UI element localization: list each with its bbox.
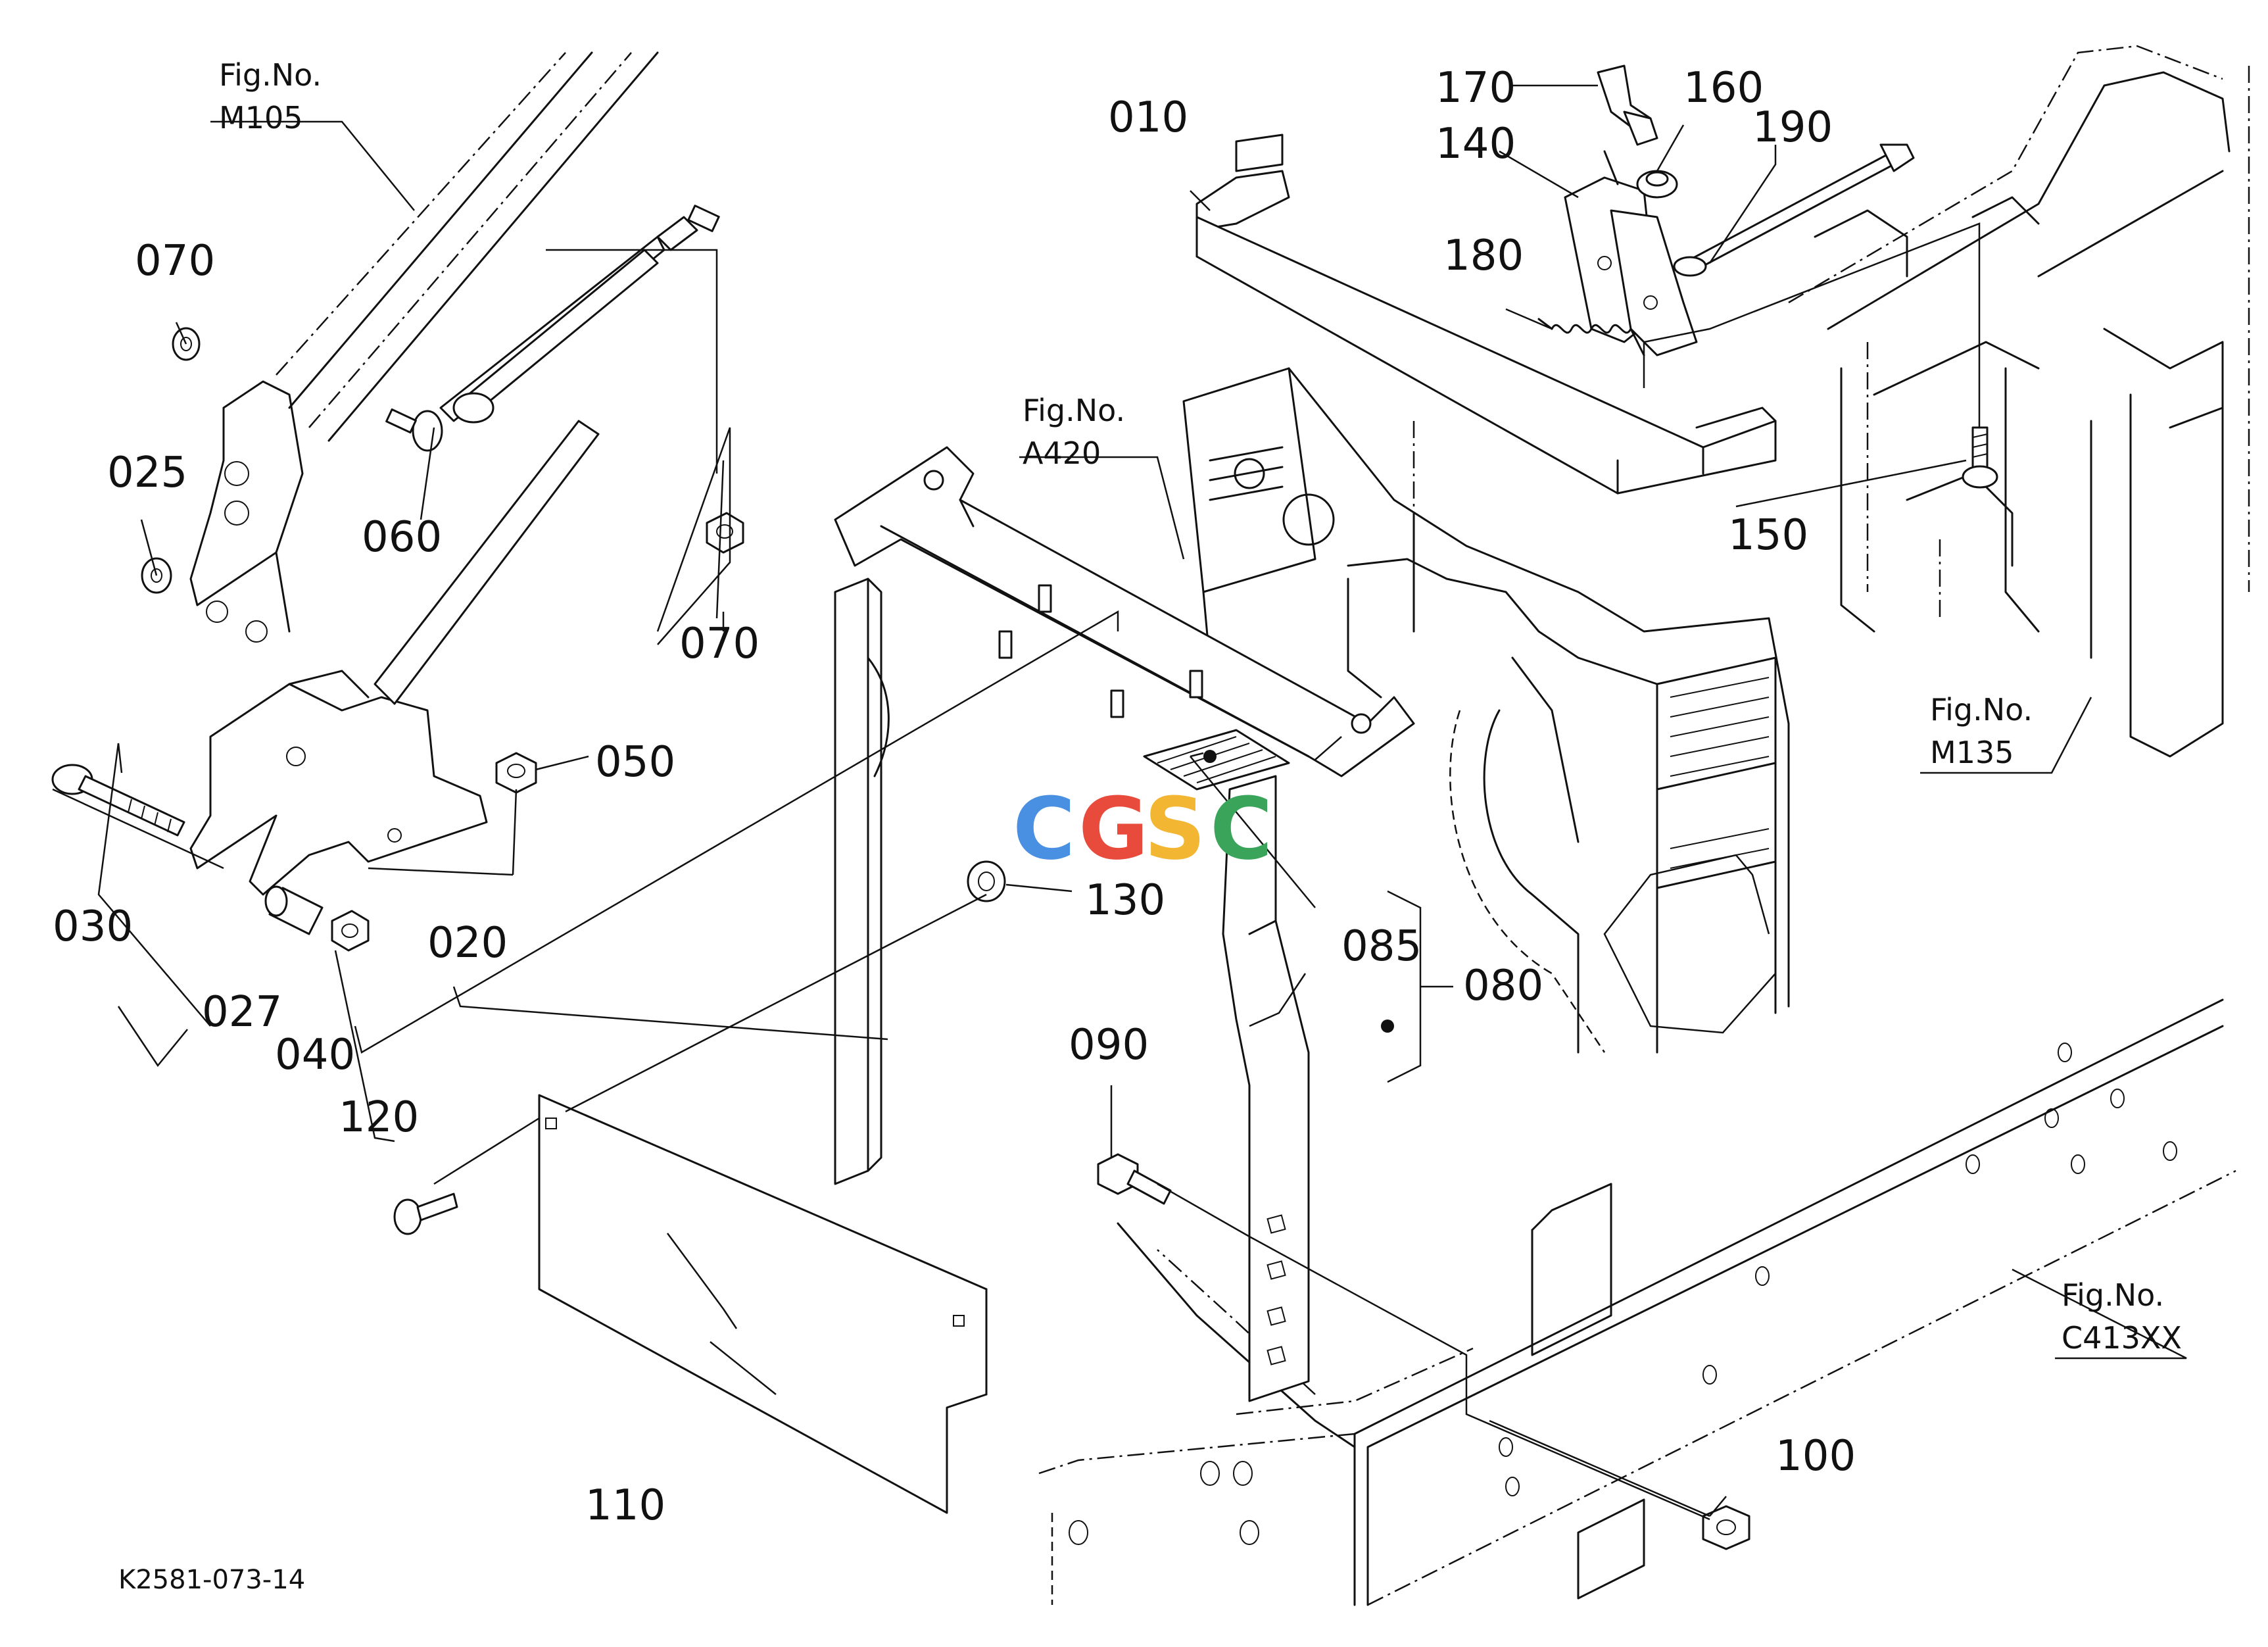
lower-frame <box>1038 998 2236 1606</box>
part-190-rod <box>1673 143 1915 277</box>
reference-dot <box>1203 750 1217 763</box>
part-130-grommet <box>967 860 1006 902</box>
part-070-nut-lower <box>706 512 744 554</box>
figure-code: K2581-073-14 <box>118 1565 305 1595</box>
part-160-nut <box>1636 170 1678 199</box>
fig-ref-line2: C413XX <box>2062 1320 2182 1356</box>
callout-070-lower: 070 <box>679 620 760 668</box>
callouts: 070 025 030 027 040 060 070 050 020 130 … <box>53 64 1856 1530</box>
fig-ref-line1: Fig.No. <box>1930 692 2033 727</box>
fig-ref-m135: Fig.No. M135 <box>1930 692 2033 770</box>
callout-085: 085 <box>1341 922 1422 971</box>
watermark-letter: C <box>1013 779 1075 879</box>
leader-lines <box>52 84 2187 1521</box>
part-040-nut <box>331 910 370 952</box>
fig-ref-c413xx: Fig.No. C413XX <box>2062 1277 2182 1356</box>
callout-080: 080 <box>1463 962 1543 1010</box>
callout-040: 040 <box>275 1031 355 1079</box>
part-030-bolt <box>51 764 185 837</box>
callout-070: 070 <box>135 237 215 285</box>
fig-ref-m105: Fig.No. M105 <box>219 57 322 135</box>
callout-180: 180 <box>1443 232 1524 280</box>
part-140-bracket <box>1564 150 1698 356</box>
fig-ref-line1: Fig.No. <box>1023 393 1125 428</box>
fig-ref-line2: M135 <box>1930 735 2014 770</box>
part-170-clip <box>1597 64 1658 146</box>
part-060-gas-strut <box>385 205 720 452</box>
part-027-collar <box>264 885 324 935</box>
radiator-housing <box>1182 367 1790 1054</box>
group-bracket-080 <box>1203 750 1453 1083</box>
callout-110: 110 <box>585 1481 665 1530</box>
callout-020: 020 <box>427 919 508 968</box>
part-110-panel <box>538 1094 988 1514</box>
callout-160: 160 <box>1683 64 1764 112</box>
callout-027: 027 <box>202 988 282 1037</box>
watermark-letter: G <box>1078 779 1149 879</box>
watermark: C G S C <box>1013 779 1272 879</box>
part-090-bolt <box>1097 1153 1172 1205</box>
reference-dot <box>1381 1020 1394 1033</box>
part-010-bar <box>1195 134 1777 495</box>
side-frame <box>1788 45 2250 758</box>
hood-hinge-arm <box>189 51 659 643</box>
callout-090: 090 <box>1069 1021 1149 1069</box>
fig-ref-a420: Fig.No. A420 <box>1023 393 1125 471</box>
part-100-nut <box>1702 1505 1750 1550</box>
part-050-nut <box>495 752 537 794</box>
part-020-bracket <box>189 420 600 896</box>
part-150-bolt <box>1962 426 1998 489</box>
part-120-screw <box>393 1192 458 1235</box>
callout-030: 030 <box>53 902 133 951</box>
fig-ref-line2: A420 <box>1023 435 1101 471</box>
fig-ref-line2: M105 <box>219 100 303 135</box>
callout-150: 150 <box>1728 511 1808 560</box>
callout-060: 060 <box>362 513 442 562</box>
support-frame <box>834 446 1415 1402</box>
callout-190: 190 <box>1752 103 1833 152</box>
callout-130: 130 <box>1085 876 1165 925</box>
callout-140: 140 <box>1436 120 1516 168</box>
watermark-letter: S <box>1144 779 1206 879</box>
callout-050: 050 <box>595 738 675 787</box>
watermark-letter: C <box>1210 779 1272 879</box>
fig-ref-line1: Fig.No. <box>2062 1277 2164 1313</box>
callout-025: 025 <box>107 449 187 497</box>
callout-170: 170 <box>1436 64 1516 112</box>
callout-100: 100 <box>1775 1432 1856 1481</box>
callout-010: 010 <box>1108 93 1188 142</box>
fig-ref-line1: Fig.No. <box>219 57 322 93</box>
callout-120: 120 <box>339 1093 419 1142</box>
